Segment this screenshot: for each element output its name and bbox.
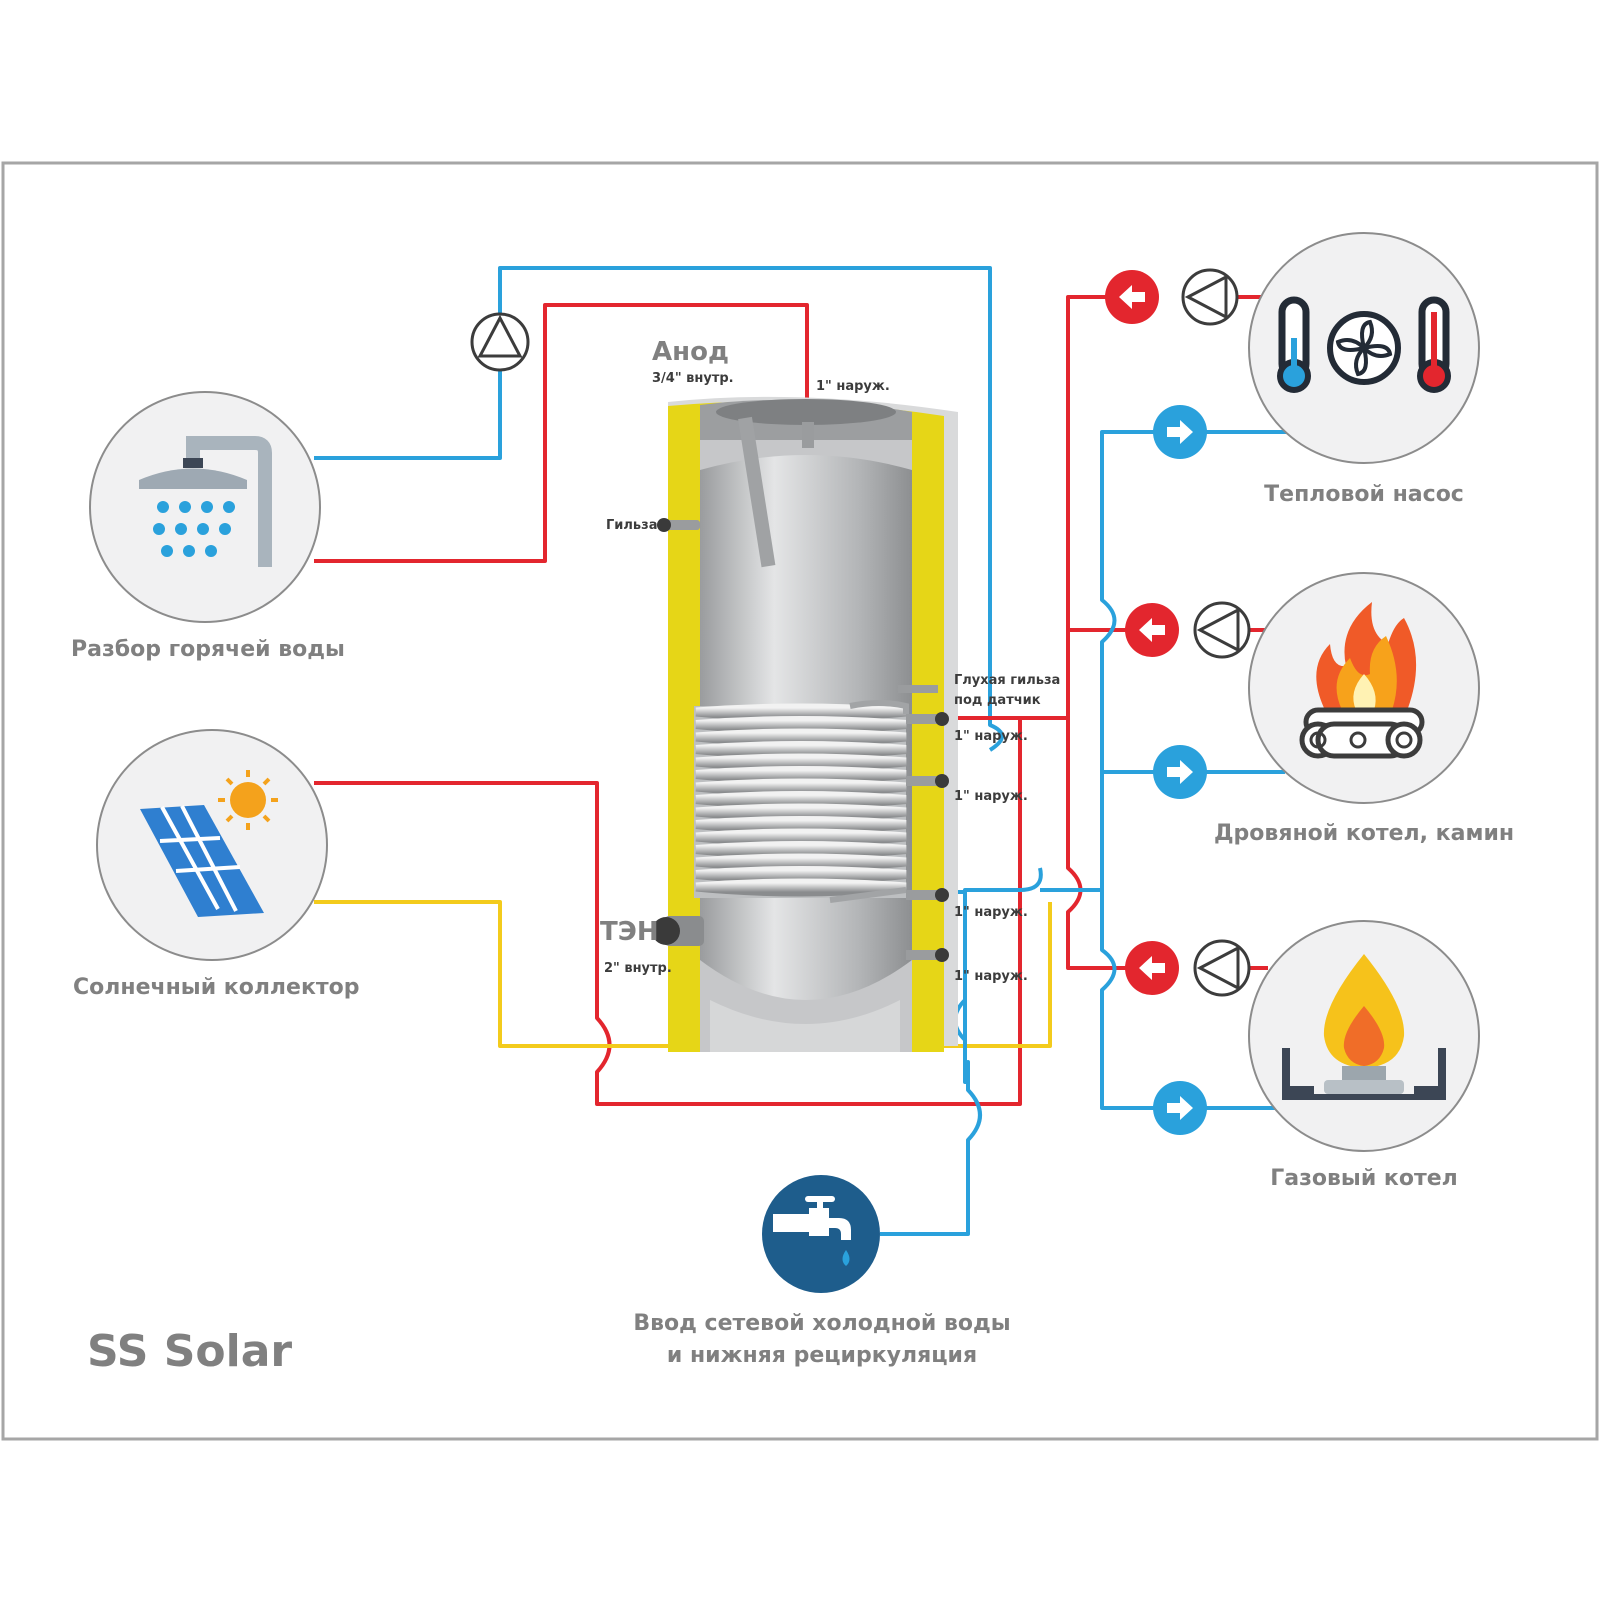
red-arrow-left-icon	[1105, 270, 1159, 324]
top-outlet-label: 1" наруж.	[816, 379, 890, 394]
solar-collector-label: Солнечный коллектор	[73, 975, 360, 1000]
hot-water-draw-red-pipe	[314, 303, 809, 563]
heat-pump-label: Тепловой насос	[1264, 482, 1464, 507]
gas-boiler-direction-icon	[1125, 939, 1251, 1135]
blind-sleeve-label-line1: Глухая гильза	[954, 673, 1060, 688]
coil-turn	[695, 741, 907, 759]
coil-lead	[829, 700, 909, 903]
hot-water-draw-blue-pipe	[314, 266, 1004, 752]
red-arrow-left-icon	[1125, 603, 1179, 657]
port-2-label: 1" наруж.	[954, 789, 1028, 804]
heat-pump-direction-icon	[1105, 268, 1239, 459]
port-1	[906, 714, 944, 724]
wood-boiler-label: Дровяной котел, камин	[1214, 821, 1514, 846]
coil-turn	[695, 791, 907, 809]
coil-turn	[695, 866, 907, 884]
gas-flame-icon	[1282, 954, 1446, 1100]
fire-icon	[1299, 602, 1425, 759]
blind-sleeve-port	[898, 685, 938, 693]
heater-element	[652, 916, 704, 946]
solar-collector-red-pipe	[314, 716, 1022, 1106]
port-labels: 3/4" внутр. 1" наруж. Гильза Глухая гиль…	[604, 371, 1060, 984]
anode-rod	[738, 416, 814, 568]
blind-sleeve-label-line2: под датчик	[954, 693, 1041, 708]
coil-turn	[695, 716, 907, 734]
solar-collector-node	[96, 729, 328, 961]
heater-label: ТЭН	[600, 917, 659, 947]
coil-turn	[695, 853, 907, 872]
port-3	[906, 890, 944, 900]
hot-water-draw-label: Разбор горячей воды	[71, 637, 345, 662]
storage-tank	[652, 396, 958, 1052]
coil-turn	[695, 703, 907, 722]
coil-turn	[695, 766, 907, 784]
hot-water-draw-node	[89, 391, 321, 623]
port-2	[906, 776, 944, 786]
cold-water-inlet-label-line1: Ввод сетевой холодной воды	[633, 1311, 1010, 1336]
coil-turn	[695, 841, 907, 859]
coil-turn	[695, 816, 907, 834]
heat-pump-node	[1248, 232, 1480, 464]
cold-water-inlet-node	[762, 1175, 880, 1293]
anode-label: Анод	[652, 337, 729, 367]
shower-icon	[139, 436, 272, 567]
faucet-icon	[773, 1196, 851, 1266]
solar-collector-yellow-pipe	[314, 900, 1052, 1048]
gas-boiler-label: Газовый котел	[1270, 1166, 1457, 1191]
blue-arrow-right-icon	[1153, 405, 1207, 459]
port-4-label: 1" наруж.	[954, 969, 1028, 984]
cold-water-inlet-label-line2: и нижняя рециркуляция	[667, 1343, 977, 1368]
coil-turn	[695, 878, 907, 897]
coil-turn	[695, 828, 907, 847]
port-1-label: 1" наруж.	[954, 729, 1028, 744]
solar-panel-icon	[140, 770, 278, 917]
circulation-pump-icon	[470, 312, 530, 372]
wood-boiler-node	[1248, 572, 1480, 804]
port-3-label: 1" наруж.	[954, 905, 1028, 920]
tank-insulation	[668, 401, 944, 1052]
blue-arrow-right-icon	[1153, 1081, 1207, 1135]
blue-arrow-right-icon	[1153, 745, 1207, 799]
diagram-frame	[1, 161, 1599, 1441]
red-arrow-left-icon	[1125, 941, 1179, 995]
heat-pump-icon	[1277, 296, 1451, 393]
pump-left-icon	[1181, 268, 1239, 326]
cold-water-inlet-pipe	[880, 890, 982, 1236]
brand-title: SS Solar	[87, 1326, 292, 1377]
sleeve-port	[664, 520, 700, 530]
coil-turn	[695, 753, 907, 772]
anode-size-label: 3/4" внутр.	[652, 371, 734, 386]
coil-turn	[695, 803, 907, 822]
coil-turn	[695, 778, 907, 797]
heater-size-label: 2" внутр.	[604, 961, 672, 976]
pump-left-icon	[1193, 601, 1251, 659]
heat-exchanger-coil	[694, 700, 909, 903]
boilers-red-supply-pipe	[1020, 295, 1130, 970]
pump-left-icon	[1193, 939, 1251, 997]
port-4	[906, 950, 944, 960]
gas-boiler-node	[1248, 920, 1480, 1152]
sleeve-label: Гильза	[606, 518, 657, 533]
wood-boiler-direction-icon	[1125, 601, 1251, 799]
labels: Разбор горячей воды Солнечный коллектор …	[71, 337, 1514, 1377]
coil-turn	[695, 728, 907, 747]
